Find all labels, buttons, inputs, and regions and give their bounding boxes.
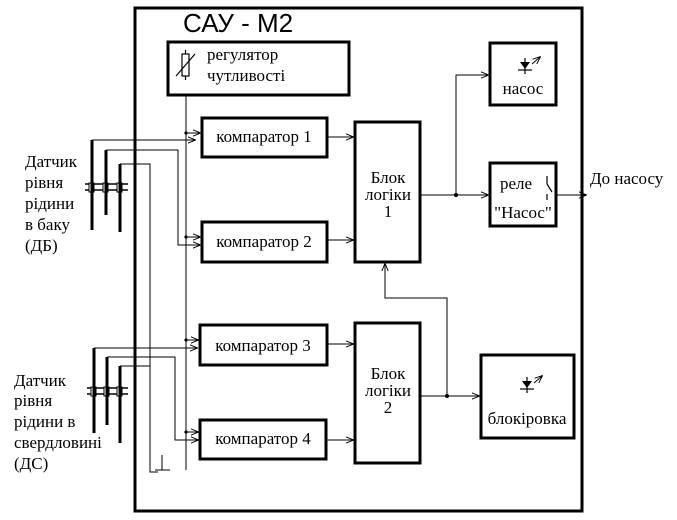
relay-label-line2: "Насос" [494,203,552,222]
logic-block-1: Блок логіки 1 [353,120,422,264]
well-sensor-electrodes [87,348,128,443]
sensor-well-line2: рівня [14,391,52,410]
sensor-tank-line1: Датчик [25,152,78,171]
system-title: САУ - М2 [183,8,293,38]
sensitivity-regulator-block: регулятор чутливості [166,40,351,97]
pump-indicator-block: насос [488,41,558,107]
led-icon-blocking [520,376,542,393]
sensor-well-label: Датчик рівня рідини в свердловині (ДС) [14,371,102,473]
comparator-4-label: компаратор 4 [215,429,311,448]
system-boundary [133,6,584,513]
sensor-well-line3: рідини в [14,412,75,431]
logic-1-line2: логіки [365,185,411,204]
comparator-1-block: компаратор 1 [200,116,329,159]
sensor-tank-line5: (ДБ) [25,236,58,255]
comparator-3-label: компаратор 3 [215,336,311,355]
sensor-well-line5: (ДС) [14,454,48,473]
sensor-well-line1: Датчик [14,371,67,390]
potentiometer-icon [175,50,196,80]
comparator-4-block: компаратор 4 [198,418,328,461]
tank-sensor-electrodes [85,140,128,232]
sensor-well-line4: свердловині [14,433,102,452]
logic-2-line1: Блок [371,364,407,383]
sensor-tank-line3: рідини [25,194,74,213]
blocking-label: блокіровка [488,409,567,428]
sensor-tank-line4: в баку [25,215,70,234]
relay-label-line1: реле [500,174,532,193]
regulator-label-line2: чутливості [207,66,285,85]
sensor-tank-line2: рівня [25,173,63,192]
comparator-1-label: компаратор 1 [216,127,312,146]
logic-block-2: Блок логіки 2 [353,321,422,465]
sensor-tank-label: Датчик рівня рідини в баку (ДБ) [25,152,78,255]
led-icon [518,57,540,74]
logic-2-line2: логіки [365,381,411,400]
junction-dots [184,131,458,434]
blocking-block: блокіровка [479,353,576,440]
comparator-2-label: компаратор 2 [216,232,312,251]
logic-1-line3: 1 [384,202,393,221]
comparator-2-block: компаратор 2 [200,220,329,264]
logic-2-line3: 2 [384,398,393,417]
output-label: До насосу [590,169,664,188]
connection-wires [92,75,586,473]
relay-block: реле "Насос" [488,161,558,228]
comparator-3-block: компаратор 3 [198,323,329,367]
regulator-label-line1: регулятор [207,45,278,64]
relay-contact-icon [546,176,553,200]
pump-indicator-label: насос [503,79,544,98]
logic-1-line1: Блок [371,168,407,187]
